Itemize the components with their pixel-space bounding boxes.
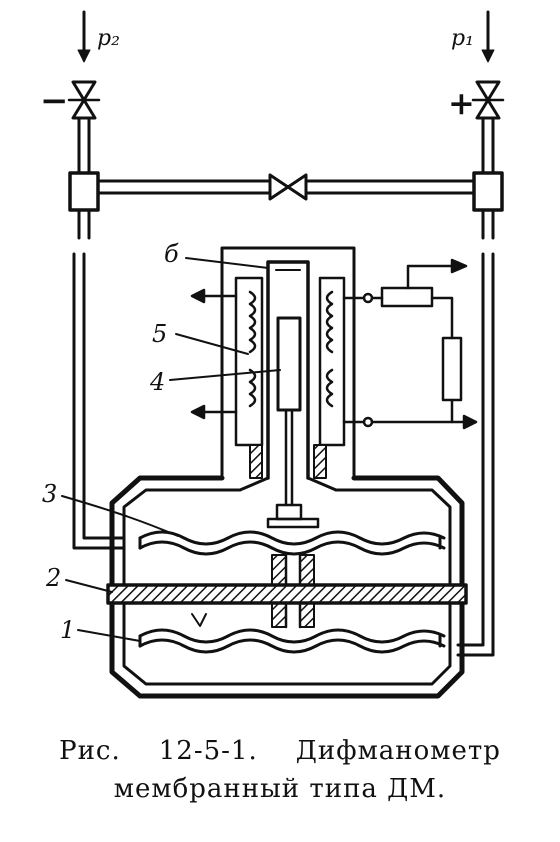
caption-line-2: мембранный типа ДМ. bbox=[113, 774, 447, 804]
coil-right bbox=[325, 290, 334, 408]
figure-caption-line-1: Рис. 12-5-1. Дифманометр bbox=[0, 736, 560, 766]
left-output-leads bbox=[190, 288, 238, 420]
left-impulse-line bbox=[67, 10, 124, 550]
caption-number: 12-5-1. bbox=[158, 736, 258, 766]
equalizing-line bbox=[96, 173, 476, 201]
label-p2: p₂ bbox=[97, 26, 120, 51]
lower-chamber bbox=[109, 602, 465, 699]
transducer-housing bbox=[220, 246, 356, 480]
label-2: 2 bbox=[45, 564, 61, 592]
callout-leaders bbox=[61, 257, 281, 642]
caption-prefix: Рис. bbox=[59, 736, 121, 766]
label-minus: − bbox=[40, 81, 69, 121]
right-impulse-line bbox=[456, 10, 505, 657]
upper-chamber bbox=[109, 475, 465, 586]
label-3: 3 bbox=[42, 480, 57, 508]
label-4: 4 bbox=[149, 368, 165, 396]
upper-membrane bbox=[138, 530, 446, 556]
lower-membrane bbox=[138, 613, 446, 654]
figure-caption-line-2: мембранный типа ДМ. bbox=[0, 774, 560, 804]
caption-title: Дифманометр bbox=[295, 736, 501, 766]
center-stem bbox=[266, 517, 320, 629]
coil-left bbox=[248, 290, 257, 408]
label-6: б bbox=[164, 240, 179, 268]
plunger-core bbox=[275, 316, 303, 521]
label-p1: p₁ bbox=[451, 26, 474, 51]
label-5: 5 bbox=[152, 320, 167, 348]
partition-plate bbox=[106, 583, 468, 605]
right-electrical-circuit bbox=[342, 258, 478, 430]
label-plus: + bbox=[448, 84, 475, 122]
label-1: 1 bbox=[60, 616, 75, 644]
